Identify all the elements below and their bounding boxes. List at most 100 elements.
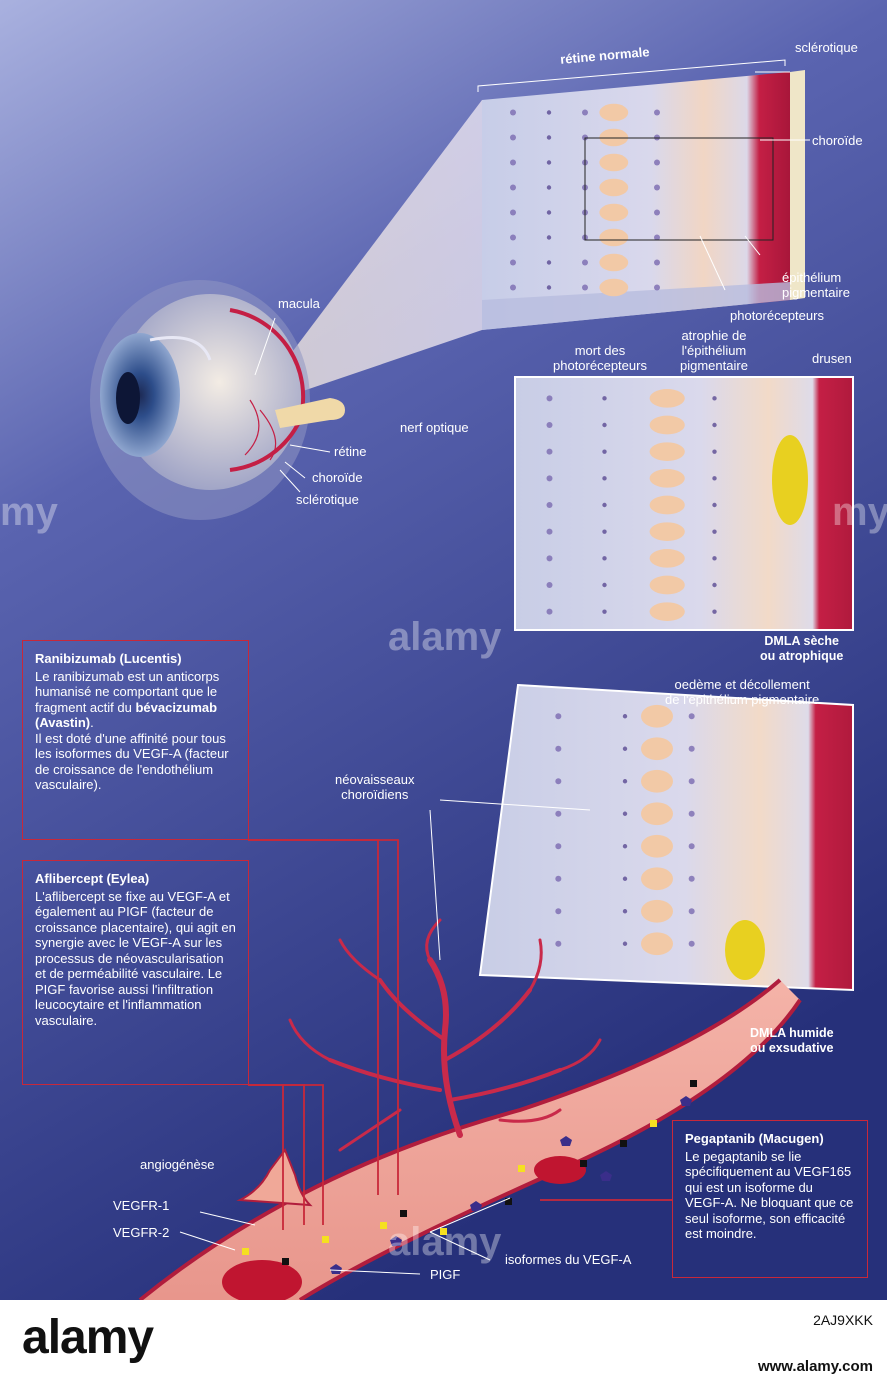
retina-nucleus	[510, 209, 516, 216]
retina-nucleus	[546, 395, 553, 402]
blood-vessel	[138, 978, 802, 1300]
retina-nucleus	[622, 746, 628, 751]
retina-nucleus	[622, 844, 628, 849]
zoom-frame	[584, 137, 774, 241]
retina-nucleus	[510, 109, 516, 116]
normal-retina-block	[477, 59, 805, 330]
pigf-molecule	[600, 1171, 612, 1181]
photoreceptor-cell	[641, 899, 673, 923]
ranibizumab-text: Le ranibizumab est un anticorps humanisé…	[35, 668, 220, 715]
retina-nucleus	[622, 941, 628, 946]
retina-nucleus	[622, 811, 628, 816]
retina-nucleus	[546, 110, 552, 115]
retina-nucleus	[546, 502, 553, 508]
retina-nucleus	[582, 109, 588, 116]
eye-illustration	[90, 280, 345, 520]
retina-nucleus	[546, 285, 552, 290]
photoreceptor-cell	[641, 834, 673, 858]
photoreceptor-cell	[649, 602, 685, 622]
retina-nucleus	[712, 556, 717, 561]
retina-nucleus	[654, 109, 660, 116]
retina-nucleus	[555, 908, 562, 915]
retina-nucleus	[688, 713, 695, 720]
retina-nucleus	[546, 475, 553, 482]
retina-nucleus	[546, 448, 553, 455]
photoreceptor-cell	[641, 802, 673, 826]
retina-nucleus	[602, 556, 607, 561]
retina-nucleus	[688, 940, 695, 947]
footer-url: www.alamy.com	[757, 1358, 873, 1375]
photoreceptor-cell	[641, 867, 673, 891]
retina-nucleus	[546, 528, 553, 535]
photoreceptor-cell	[599, 203, 629, 222]
photoreceptor-cell	[641, 704, 673, 728]
photoreceptor-cell	[641, 932, 673, 956]
photoreceptor-cell	[599, 153, 629, 172]
retina-nucleus	[510, 134, 516, 141]
label-choroide-top: choroïde	[812, 133, 863, 148]
vegf-molecule	[518, 1165, 525, 1172]
pigf-molecule	[560, 1136, 572, 1146]
retina-nucleus	[602, 476, 607, 481]
label-macula: macula	[278, 296, 320, 311]
pegaptanib-title: Pegaptanib (Macugen)	[685, 1131, 824, 1146]
retina-nucleus	[602, 422, 607, 428]
vegf-molecule	[505, 1198, 512, 1205]
retina-nucleus	[555, 875, 562, 882]
label-dmla-seche: DMLA sèche ou atrophique	[760, 634, 844, 663]
retina-nucleus	[582, 284, 588, 291]
ranibizumab-bold: bévacizumab (Avastin)	[35, 699, 218, 731]
photoreceptor-cell	[649, 522, 685, 542]
retina-nucleus	[555, 810, 562, 817]
retina-nucleus	[712, 422, 717, 428]
vegf-molecule	[322, 1236, 329, 1243]
vegf-molecule	[440, 1228, 447, 1235]
label-sclerotique-eye: sclérotique	[296, 492, 359, 507]
photoreceptor-cell	[599, 228, 629, 247]
retina-nucleus	[582, 259, 588, 266]
retina-nucleus	[546, 260, 552, 265]
diagram-canvas	[0, 0, 887, 1300]
label-drusen: drusen	[812, 351, 852, 366]
watermark: alamy	[388, 1220, 502, 1264]
retina-nucleus	[555, 940, 562, 947]
retina-nucleus	[546, 422, 553, 428]
retina-nucleus	[622, 779, 628, 784]
retina-nucleus	[546, 582, 553, 588]
watermark: alamy	[388, 615, 502, 659]
retina-nucleus	[654, 159, 660, 166]
pigf-molecule	[390, 1236, 402, 1246]
label-angiogenese: angiogénèse	[140, 1157, 215, 1172]
retina-nucleus	[688, 843, 695, 850]
ranibizumab-box: Ranibizumab (Lucentis) Le ranibizumab es…	[22, 640, 249, 840]
ranibizumab-text-2: . Il est doté d'une affinité pour tous l…	[35, 715, 229, 792]
brand-logo: alamy	[22, 1311, 154, 1364]
retina-nucleus	[602, 396, 607, 401]
retina-nucleus	[712, 529, 717, 534]
ranibizumab-title: Ranibizumab (Lucentis)	[35, 651, 182, 666]
label-photorecepteurs: photorécepteurs	[730, 308, 824, 323]
label-oedeme: oedème et décollement de l'épithélium pi…	[665, 677, 820, 707]
zoom-funnel	[262, 100, 482, 392]
vegf-molecule	[620, 1140, 627, 1147]
photoreceptor-cell	[599, 178, 629, 197]
photoreceptor-cell	[641, 737, 673, 761]
retina-nucleus	[712, 449, 717, 454]
retina-nucleus	[712, 502, 717, 508]
retina-nucleus	[555, 778, 562, 785]
wet-amd-panel	[478, 683, 854, 992]
photoreceptor-cell	[641, 769, 673, 793]
retina-nucleus	[712, 396, 717, 401]
angiogenesis-sprout	[236, 1147, 313, 1207]
vegf-molecule	[400, 1210, 407, 1217]
retina-nucleus	[602, 609, 607, 614]
retina-nucleus	[654, 184, 660, 191]
label-retine: rétine	[334, 444, 367, 459]
retina-nucleus	[654, 284, 660, 291]
pigf-molecule	[680, 1096, 692, 1106]
aflibercept-text: L'aflibercept se fixe au VEGF-A et égale…	[35, 888, 236, 1028]
retina-nucleus	[712, 476, 717, 481]
drug-connectors	[248, 839, 672, 1230]
pigf-molecule	[470, 1201, 482, 1211]
retina-nucleus	[688, 810, 695, 817]
